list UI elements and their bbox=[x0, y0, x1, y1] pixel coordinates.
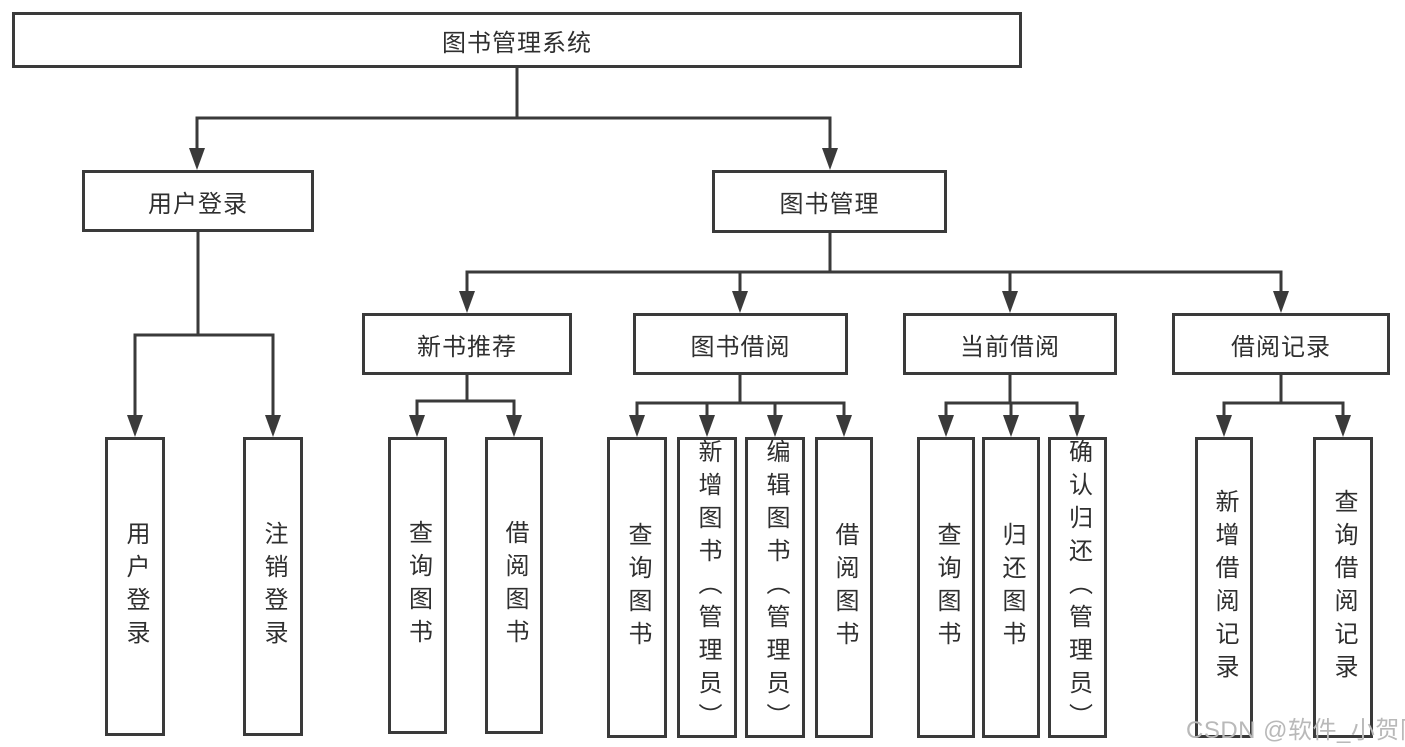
connector-recommend-to-children bbox=[415, 375, 516, 417]
connector-current-to-children bbox=[944, 375, 1079, 417]
leaf-label: 归还图书 bbox=[998, 521, 1025, 654]
connector-borrow-to-children bbox=[635, 375, 846, 417]
leaf-borrow-edit-books-admin: 编辑图书（管理员） bbox=[745, 437, 805, 738]
arrowhead bbox=[1002, 291, 1018, 313]
arrowhead bbox=[822, 148, 838, 170]
arrowhead bbox=[1335, 415, 1351, 437]
arrowhead bbox=[265, 415, 281, 437]
leaf-record-query-record: 查询借阅记录 bbox=[1313, 437, 1373, 738]
leaf-borrow-borrow-books: 借阅图书 bbox=[815, 437, 873, 738]
leaf-user-login: 用户登录 bbox=[105, 437, 165, 736]
node-borrow-record: 借阅记录 bbox=[1172, 313, 1390, 375]
leaf-label: 编辑图书（管理员） bbox=[762, 439, 789, 736]
leaf-label: 查询图书 bbox=[624, 521, 651, 654]
leaf-label: 新增图书（管理员） bbox=[694, 439, 721, 736]
arrowhead bbox=[189, 148, 205, 170]
node-root-system: 图书管理系统 bbox=[12, 12, 1022, 68]
arrowhead bbox=[1003, 415, 1019, 437]
arrowhead bbox=[836, 415, 852, 437]
leaf-label: 查询借阅记录 bbox=[1330, 488, 1357, 687]
leaf-recommend-borrow-books: 借阅图书 bbox=[485, 437, 543, 734]
connector-root-to-level2 bbox=[195, 68, 832, 150]
leaf-label: 查询图书 bbox=[404, 519, 432, 652]
leaf-record-add-record: 新增借阅记录 bbox=[1195, 437, 1253, 738]
leaf-logout-login: 注销登录 bbox=[243, 437, 303, 736]
arrowhead bbox=[127, 415, 143, 437]
leaf-label: 借阅图书 bbox=[831, 521, 858, 654]
leaf-current-confirm-return-admin: 确认归还（管理员） bbox=[1048, 437, 1107, 738]
leaf-label: 新增借阅记录 bbox=[1211, 488, 1238, 687]
leaf-borrow-query-books: 查询图书 bbox=[607, 437, 667, 738]
arrowhead bbox=[629, 415, 645, 437]
arrowhead bbox=[732, 291, 748, 313]
arrowhead bbox=[459, 291, 475, 313]
arrowhead bbox=[1273, 291, 1289, 313]
leaf-label: 借阅图书 bbox=[501, 519, 528, 652]
leaf-label: 查询图书 bbox=[933, 521, 960, 654]
leaf-recommend-query-books: 查询图书 bbox=[388, 437, 447, 734]
leaf-label: 确认归还（管理员） bbox=[1064, 439, 1092, 736]
arrowhead bbox=[699, 415, 715, 437]
node-current-borrow: 当前借阅 bbox=[903, 313, 1117, 375]
arrowhead bbox=[506, 415, 522, 437]
node-new-book-recommend: 新书推荐 bbox=[362, 313, 572, 375]
leaf-label: 注销登录 bbox=[260, 520, 287, 653]
connector-user-to-children bbox=[133, 232, 275, 417]
arrowhead bbox=[1216, 415, 1232, 437]
leaf-current-query-books: 查询图书 bbox=[917, 437, 975, 738]
arrowhead bbox=[938, 415, 954, 437]
leaf-borrow-add-books-admin: 新增图书（管理员） bbox=[677, 437, 737, 738]
leaf-current-return-books: 归还图书 bbox=[982, 437, 1040, 738]
leaf-label: 用户登录 bbox=[122, 520, 149, 653]
arrowhead bbox=[767, 415, 783, 437]
node-book-borrow: 图书借阅 bbox=[633, 313, 848, 375]
node-book-management: 图书管理 bbox=[712, 170, 947, 233]
arrowhead bbox=[1069, 415, 1085, 437]
node-user-login-group: 用户登录 bbox=[82, 170, 314, 232]
watermark: CSDN @软件_小贺同学 bbox=[1186, 717, 1405, 744]
arrowhead bbox=[409, 415, 425, 437]
connector-record-to-children bbox=[1222, 375, 1345, 417]
connector-mgmt-to-sections bbox=[465, 233, 1283, 293]
